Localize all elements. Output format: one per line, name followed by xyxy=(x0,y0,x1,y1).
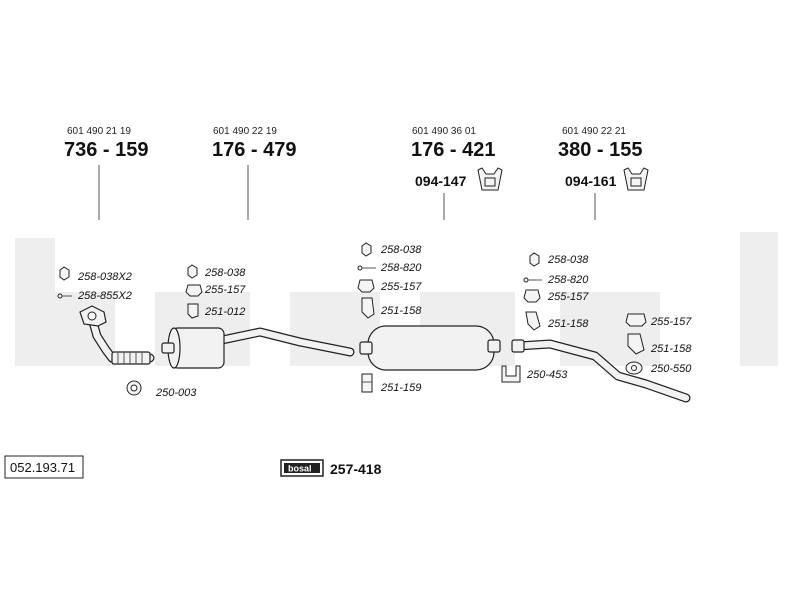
mounting-kit-icon xyxy=(623,167,649,191)
bolt-icon xyxy=(57,293,72,299)
kit-code: 257-418 xyxy=(330,461,382,477)
ref-number: 601 490 22 21 xyxy=(562,126,626,137)
part-code: 176 - 421 xyxy=(411,139,496,161)
hanger-icon xyxy=(627,333,645,355)
part-label: 255-157 xyxy=(547,291,589,303)
nut-icon xyxy=(59,266,70,281)
part-label: 250-003 xyxy=(155,387,197,399)
part-code: 176 - 479 xyxy=(212,139,297,161)
hanger-icon xyxy=(525,311,541,331)
bolt-icon xyxy=(357,265,376,271)
part-code: 380 - 155 xyxy=(558,139,643,161)
part-label: 250-550 xyxy=(650,363,692,375)
part-label: 255-157 xyxy=(380,281,422,293)
mounting-kit-code: 094-161 xyxy=(565,173,617,189)
part-label: 255-157 xyxy=(650,316,692,328)
hanger-icon xyxy=(361,297,375,319)
rubber-mount-icon xyxy=(625,361,643,375)
catalog-number-box: 052.193.71 xyxy=(4,455,84,479)
part-label: 255-157 xyxy=(204,284,246,296)
bolt-icon xyxy=(523,277,542,283)
nut-icon xyxy=(529,252,540,267)
ref-number: 601 490 22 19 xyxy=(213,126,277,137)
part-label: 258-038 xyxy=(380,244,422,256)
brand-label: bosal xyxy=(288,464,312,474)
nut-icon xyxy=(361,242,372,257)
mounting-kit-code: 094-147 xyxy=(415,173,467,189)
part-label: 258-820 xyxy=(547,274,589,286)
hanger-icon xyxy=(187,303,199,319)
part-label: 250-453 xyxy=(526,369,568,381)
part-label: 258-038 xyxy=(547,254,589,266)
clamp-icon xyxy=(185,284,203,297)
part-label: 258-820 xyxy=(380,262,422,274)
clamp-icon xyxy=(625,313,647,327)
part-label: 251-158 xyxy=(380,305,422,317)
u-clamp-icon xyxy=(501,365,521,383)
part-label: 251-158 xyxy=(650,343,692,355)
mounting-kit-icon xyxy=(477,167,503,191)
bracket-icon xyxy=(361,373,373,393)
part-label: 251-158 xyxy=(547,318,589,330)
front-pipe-736-159 xyxy=(79,305,155,365)
part-label: 258-855X2 xyxy=(77,290,132,302)
clamp-icon xyxy=(357,279,375,293)
ref-number: 601 490 36 01 xyxy=(412,126,476,137)
part-label: 251-159 xyxy=(380,382,421,394)
middle-muffler-176-479 xyxy=(161,327,355,369)
rear-pipe-380-155 xyxy=(511,339,691,403)
gasket-ring-icon xyxy=(126,380,142,396)
bosal-kit-badge: bosal 257-418 xyxy=(280,459,382,477)
part-code: 736 - 159 xyxy=(64,139,149,161)
center-muffler-176-421 xyxy=(359,325,501,371)
catalog-number: 052.193.71 xyxy=(10,460,75,475)
part-label: 258-038 xyxy=(204,267,246,279)
nut-icon xyxy=(187,264,198,279)
part-label: 251-012 xyxy=(204,306,245,318)
clamp-icon xyxy=(523,289,541,303)
part-label: 258-038X2 xyxy=(77,271,132,283)
ref-number: 601 490 21 19 xyxy=(67,126,131,137)
